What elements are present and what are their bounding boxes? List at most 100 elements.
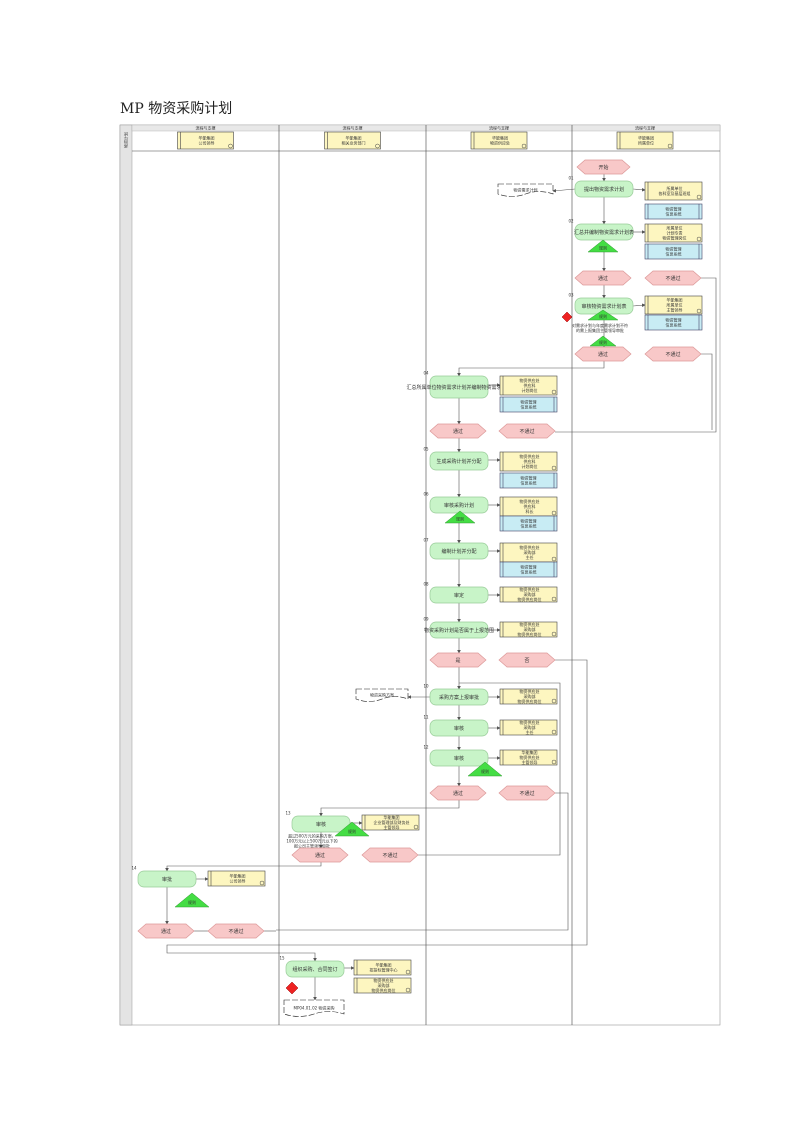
rule-shape (587, 239, 619, 253)
connector (276, 792, 569, 931)
step-number: 03 (568, 292, 574, 297)
lane-header: 流程与支撑 (196, 124, 216, 130)
role-label: 物资供应处供应科计划岗位 (520, 453, 540, 469)
process-label: 审批 (162, 876, 172, 883)
process-label: 审核采购计划 (444, 502, 474, 509)
role-box: 所属单位计划专责物资管理岗位 (644, 223, 703, 243)
document-shape (497, 183, 554, 197)
event-hexagon (574, 346, 632, 362)
event-hexagon (644, 270, 702, 286)
role-rect (499, 375, 558, 396)
person-icon (413, 824, 419, 830)
event-label: 不通过 (519, 790, 534, 797)
document-shape (283, 999, 345, 1017)
role-rect (353, 977, 412, 994)
rule-triangle: 规则 (334, 821, 370, 837)
role-box: 华能集团所属单位主管领导 (644, 295, 703, 315)
step-number: 15 (279, 955, 285, 960)
system-rect (499, 561, 558, 578)
rule-triangle: 规则 (174, 892, 210, 908)
process-label: 审核 (454, 755, 464, 762)
fail-event: 不通过 (498, 785, 556, 801)
role-rect (207, 870, 266, 887)
role-label: 物资供应处采购部主任 (520, 544, 540, 560)
system-label: 物资管理信息系统 (666, 245, 682, 256)
role-rect (616, 131, 674, 150)
event-hexagon (429, 652, 487, 668)
person-icon (375, 143, 380, 149)
system-rect (644, 314, 703, 331)
connector (552, 188, 576, 193)
event-hexagon (498, 785, 556, 801)
warning-diamond (561, 311, 573, 323)
connector (418, 682, 561, 856)
pass-event: 通过 (574, 346, 632, 362)
person-icon (551, 389, 557, 395)
step-number: 11 (423, 714, 429, 719)
step-number: 09 (423, 616, 429, 621)
process-label: 审核 (316, 821, 326, 828)
fail-event: 不通过 (361, 847, 419, 863)
rule-triangle: 规则 (444, 510, 476, 524)
role-label: 物资供应处供应科计划岗位 (520, 377, 540, 393)
person-icon (259, 880, 265, 886)
role-box: 物资供应处采购部物资供应岗位 (499, 621, 558, 638)
pass-event: 通过 (291, 847, 349, 863)
warning-diamond (285, 981, 299, 995)
role-box: 华能集团公司领导 (207, 870, 266, 887)
rule-label: 规则 (188, 899, 196, 905)
connector (632, 303, 646, 308)
system-box: 物资管理信息系统 (644, 243, 703, 260)
pass-event: 通过 (137, 923, 195, 939)
role-box: 华能集团招投标管理中心 (353, 959, 412, 976)
role-box: 华能集团相关业务部门 (324, 131, 381, 150)
person-icon (551, 465, 557, 471)
step-number: 12 (423, 744, 429, 749)
role-box: 物资供应处供应科科长 (499, 496, 558, 517)
warning-shape (561, 311, 573, 323)
role-label: 华能集团所属单位 (638, 134, 654, 145)
role-box: 所属单位各科室及基层班组 (644, 181, 703, 201)
system-label: 物资管理信息系统 (521, 474, 537, 485)
document-label: MP04.01.02 物资采购 (294, 1004, 335, 1010)
role-label: 物资供应处采购部物资供应岗位 (518, 621, 542, 637)
lane-header: 流程与支撑 (343, 124, 363, 130)
lane-header: 流程与支撑 (635, 124, 655, 130)
process-box (429, 542, 489, 560)
process-label: 组织采购、合同签订 (292, 966, 337, 973)
role-label: 华能集团所属单位主管领导 (667, 296, 683, 312)
process-box (574, 180, 634, 198)
event-hexagon (429, 423, 487, 439)
step-number: 05 (423, 446, 429, 451)
role-rect (499, 749, 558, 766)
yes-event: 是 (429, 652, 487, 668)
document-label: 物资需求计划 (514, 186, 538, 192)
system-label: 物资管理信息系统 (521, 517, 537, 528)
person-icon (551, 698, 557, 704)
role-rect (177, 131, 234, 150)
system-box: 物资管理信息系统 (644, 314, 703, 331)
rule-label: 规则 (599, 339, 607, 345)
pass-event: 通过 (429, 423, 487, 439)
process-label: 生成采购计划并分配 (436, 458, 481, 465)
connector (166, 659, 588, 962)
role-label: 所属单位计划专责物资管理岗位 (663, 224, 687, 240)
role-box: 物资供应处采购部物资供应岗位 (499, 688, 558, 705)
role-label: 华能集团公司领导 (230, 872, 246, 883)
role-label: 所属单位各科室及基层班组 (659, 185, 691, 196)
event-label: 不通过 (665, 351, 680, 358)
role-box: 华能集团物资供应处 (470, 131, 528, 150)
person-icon (551, 631, 557, 637)
event-label: 是 (455, 658, 460, 664)
role-label: 物资供应处采购部主任 (520, 719, 540, 735)
event-hexagon (574, 270, 632, 286)
process-box (429, 451, 489, 471)
process-box (429, 688, 489, 706)
